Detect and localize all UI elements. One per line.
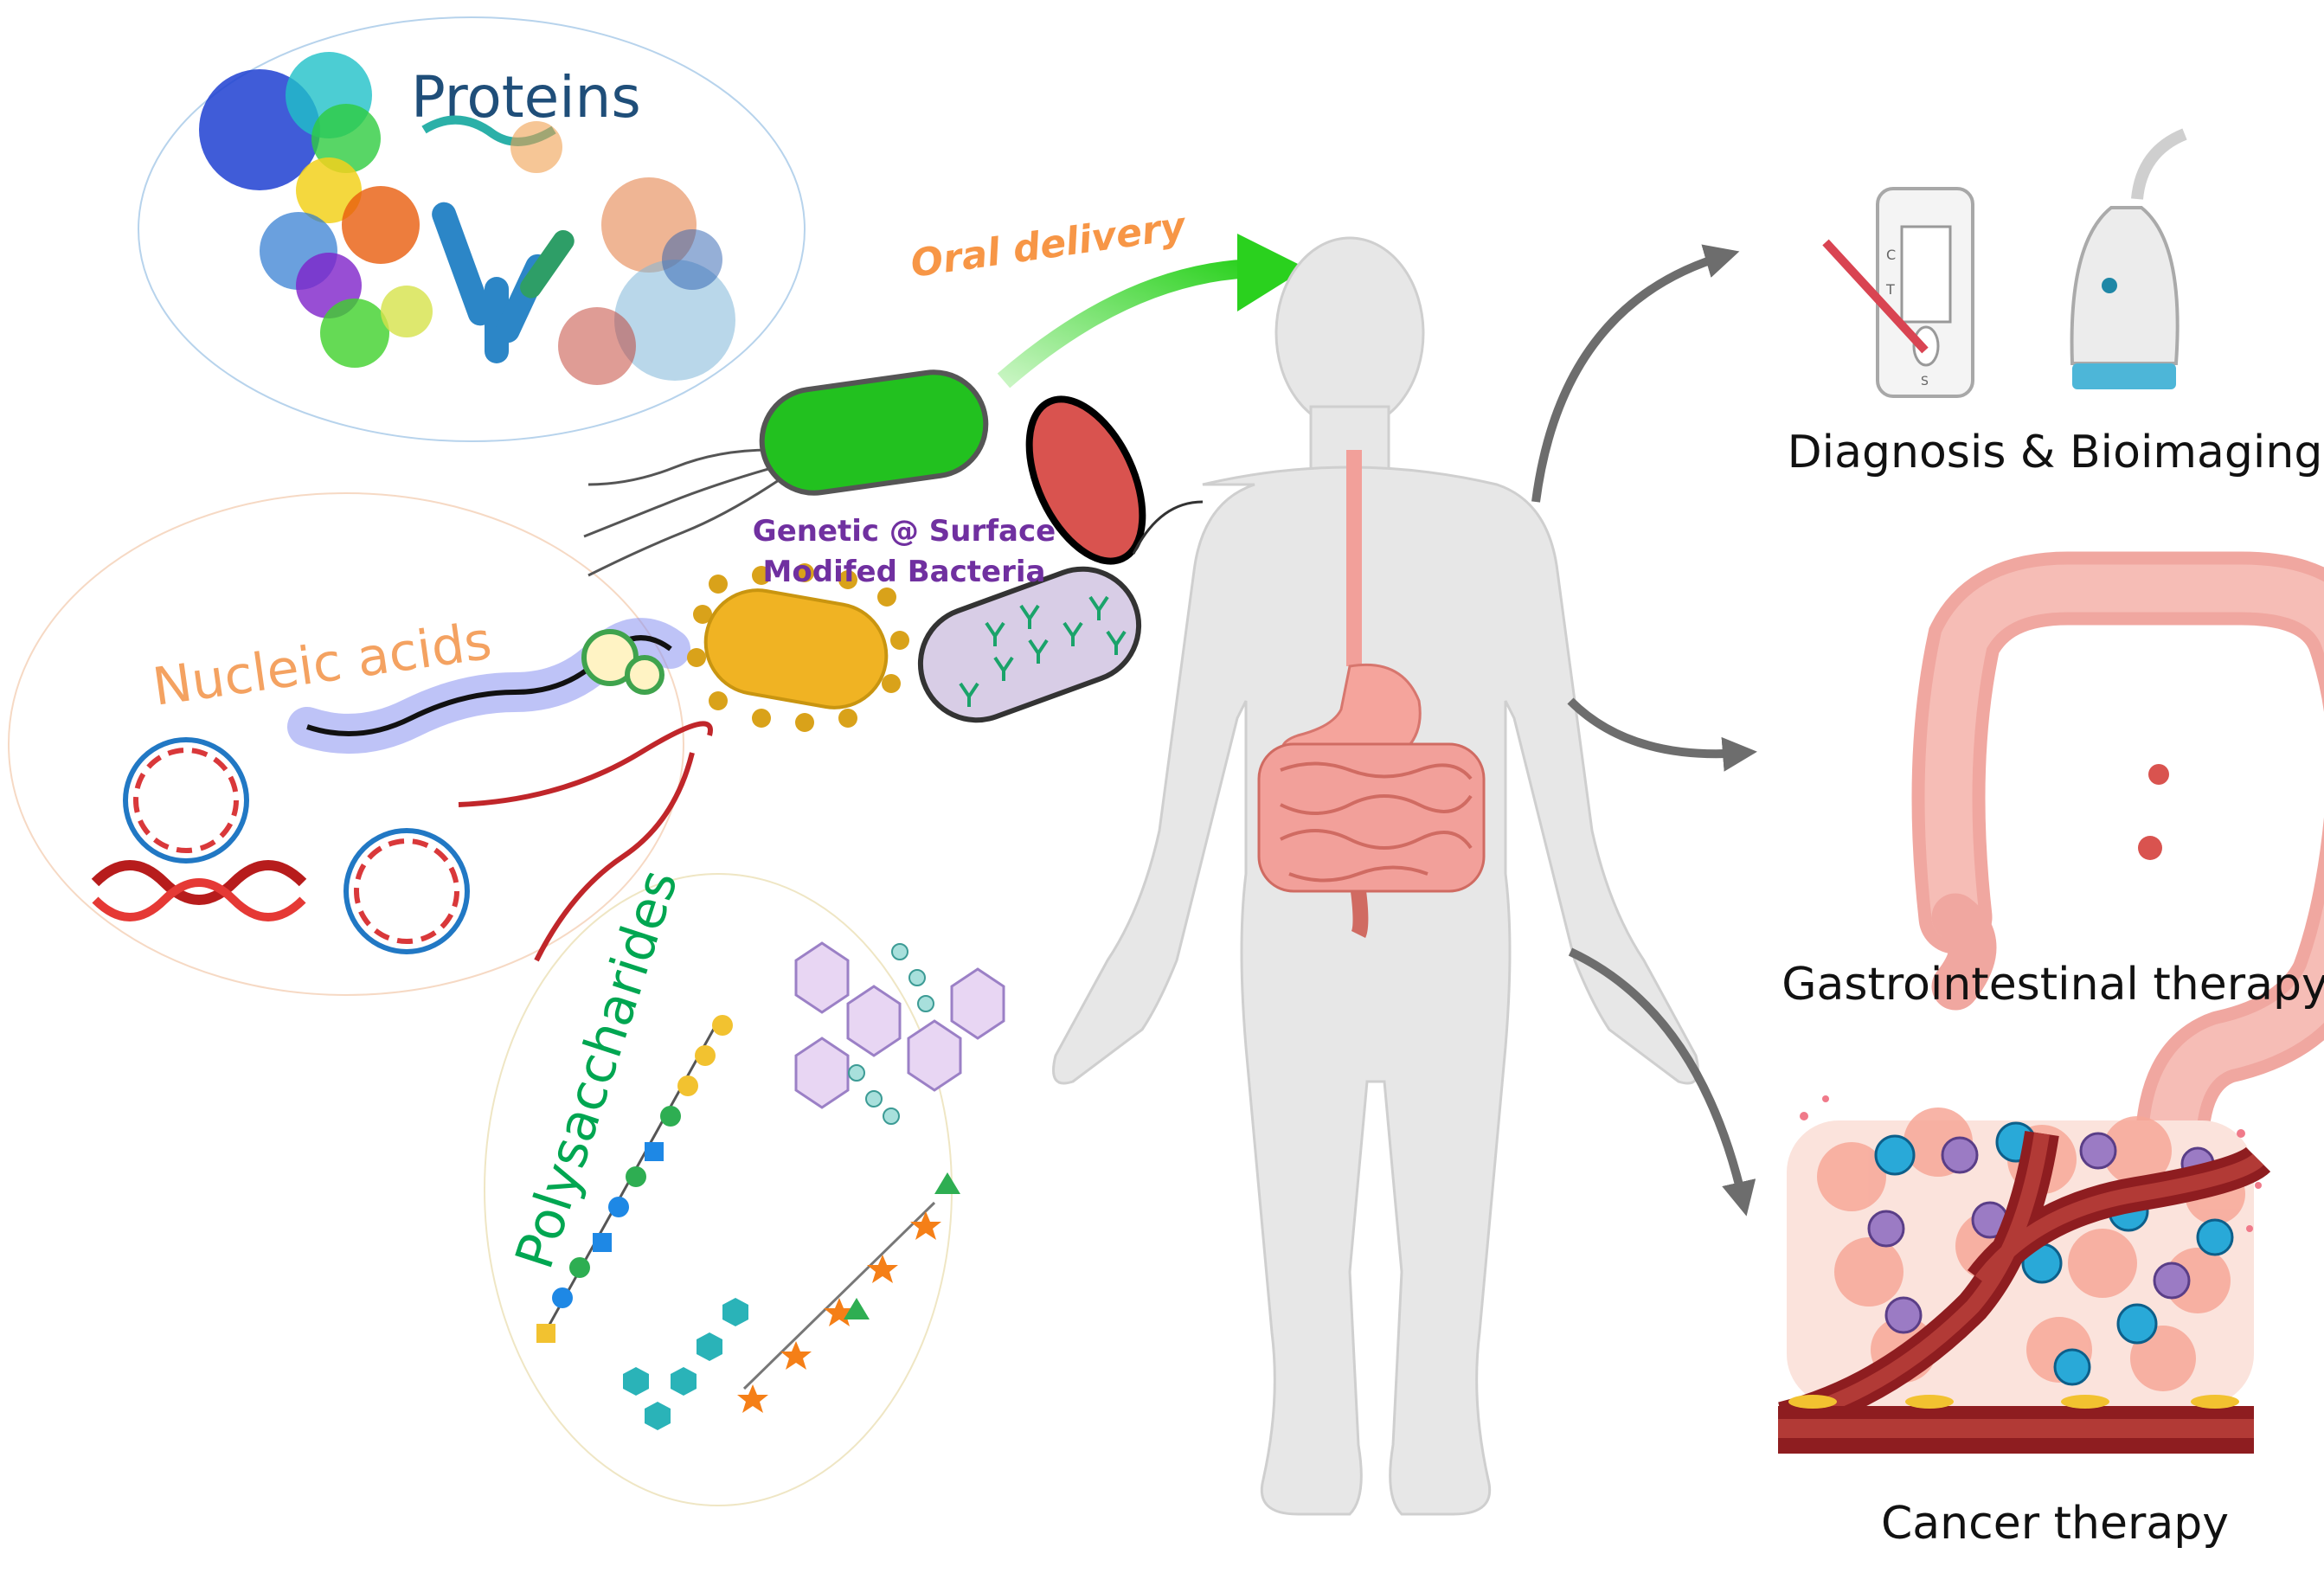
proteins-group: Proteins <box>138 16 806 442</box>
purple-bacterium <box>917 500 1204 723</box>
human-body-icon <box>1052 236 1699 1516</box>
yellow-bacterium <box>687 563 909 732</box>
strip-s-label: S <box>1921 375 1929 388</box>
bacteria-label-line2: Modifed Bacteria <box>763 555 1046 589</box>
polysaccharides-title: Polysaccharides <box>504 863 690 1275</box>
colon-icon <box>1911 551 2324 1188</box>
diagnosis-label: Diagnosis & Bioimaging <box>1788 427 2323 478</box>
strip-t-label: T <box>1885 281 1895 298</box>
arrow-to-diagnosis <box>1531 244 1740 503</box>
polysaccharides-group: Polysaccharides <box>484 863 1005 1506</box>
cancer-therapy-label: Cancer therapy <box>1881 1498 2229 1550</box>
tumor-microenvironment-icon <box>1778 1095 2271 1454</box>
arrow-to-cancer <box>1568 947 1756 1217</box>
strip-c-label: C <box>1886 247 1896 263</box>
ultrasound-probe-icon <box>2070 128 2187 389</box>
test-strip-icon: C T S <box>1822 187 1974 398</box>
oral-delivery-label: Oral delivery <box>908 204 1190 286</box>
protein-structures-icon <box>199 52 735 385</box>
gi-therapy-label: Gastrointestinal therapy <box>1782 959 2324 1011</box>
red-bacterium <box>1025 395 1146 565</box>
green-bacterium <box>583 369 989 577</box>
glycan-chains-icon <box>536 941 1005 1430</box>
oral-delivery-arrow <box>997 234 1306 388</box>
arrow-to-gi <box>1567 697 1757 772</box>
bacteria-label-line1: Genetic @ Surface <box>753 514 1056 549</box>
dna-helices-icon <box>91 618 713 962</box>
bacteria-group: Genetic @ Surface Modifed Bacteria <box>583 369 1204 732</box>
